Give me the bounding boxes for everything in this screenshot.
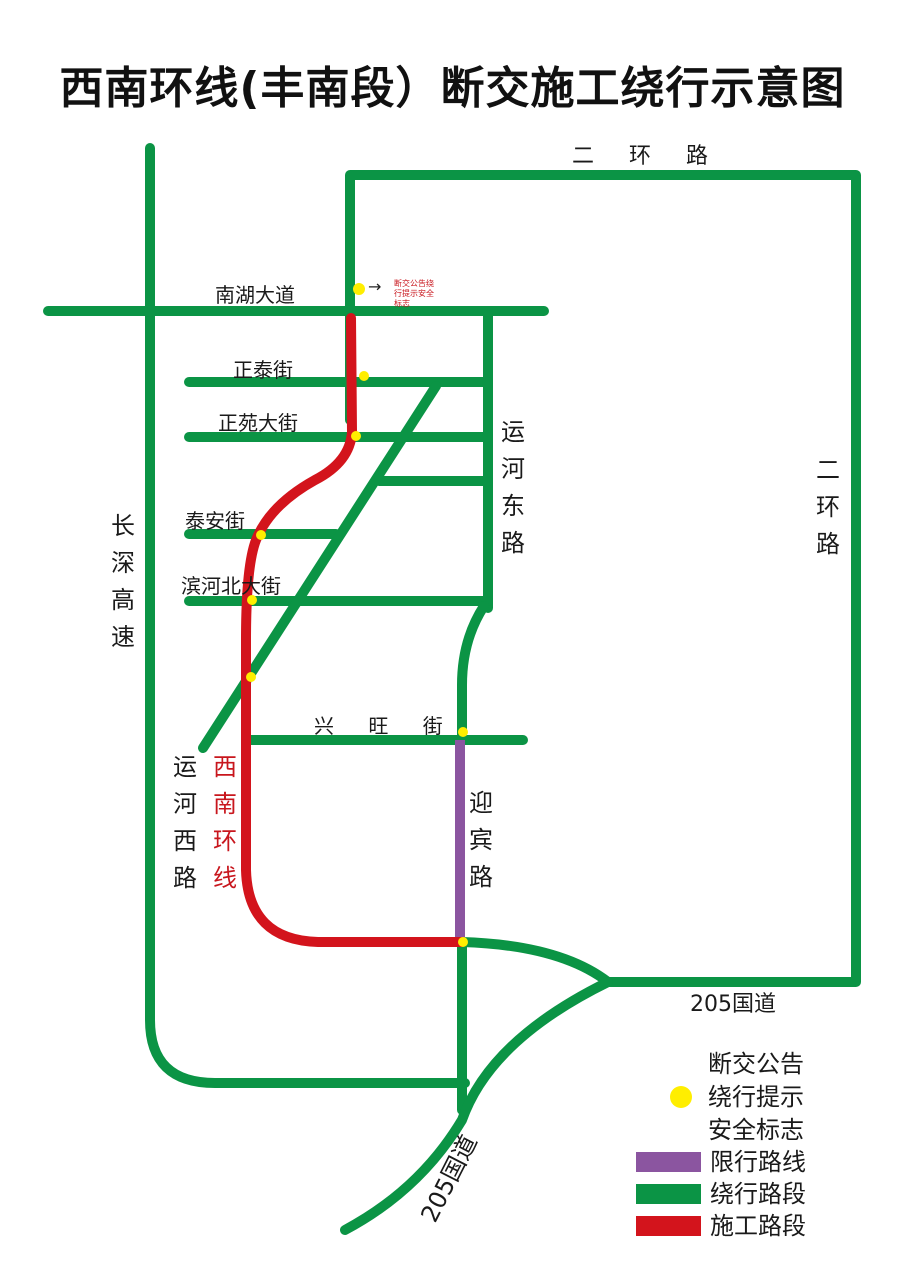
yunhe-east-road-label: 运河东路 [501,418,525,557]
binhe-north-avenue-label: 滨河北大街 [181,574,281,598]
legend-sign-line2: 绕行提示 [708,1083,804,1111]
sign-note: 断交公告绕行提示安全标志 [394,279,434,308]
zhengtai-street-label: 正泰街 [233,358,293,382]
nanhu-avenue-label: 南湖大道 [215,283,295,307]
taian-street-label: 泰安街 [185,509,245,533]
legend-sign-line1: 断交公告 [708,1050,804,1078]
g205-road-south [340,977,613,1235]
g205-east-label: 205国道 [690,992,776,1017]
g205-road-east [457,937,613,987]
sign-point [247,595,257,605]
erhuan-road-top [345,170,861,987]
yunhe-west-road-label: 运河西路 [173,753,197,892]
erhuan-road-vertical-label: 二环路 [816,456,840,558]
changshen-expressway [145,143,470,1088]
changshen-expressway-label: 长深高速 [111,512,135,651]
yunhe-east-curve [457,601,489,745]
sign-legend-icon [670,1086,692,1108]
restricted-legend-swatch [636,1152,701,1172]
legend-sign-line3: 安全标志 [708,1116,804,1144]
sign-point [359,371,369,381]
yingbin-road-label: 迎宾路 [469,789,493,891]
xinanhuan-label: 西南环线 [213,753,237,892]
detour-legend-swatch [636,1184,701,1204]
sign-point [353,283,365,295]
sign-point [246,672,256,682]
sign-point [458,937,468,947]
construction-legend-swatch [636,1216,701,1236]
sign-point [351,431,361,441]
legend-detour: 绕行路段 [710,1180,806,1208]
legend-restricted: 限行路线 [710,1148,806,1176]
erhuan-road-label: 二 环 路 [572,144,722,169]
xingwang-street-label: 兴 旺 街 [314,714,457,738]
xinanhuan-construction [241,313,467,947]
sign-point [256,530,266,540]
arrow-icon: → [368,277,382,296]
map-title: 西南环线(丰南段）断交施工绕行示意图 [59,63,846,114]
zhengyuan-avenue-label: 正苑大街 [218,411,298,435]
legend-construction: 施工路段 [710,1212,806,1240]
sign-point [458,727,468,737]
